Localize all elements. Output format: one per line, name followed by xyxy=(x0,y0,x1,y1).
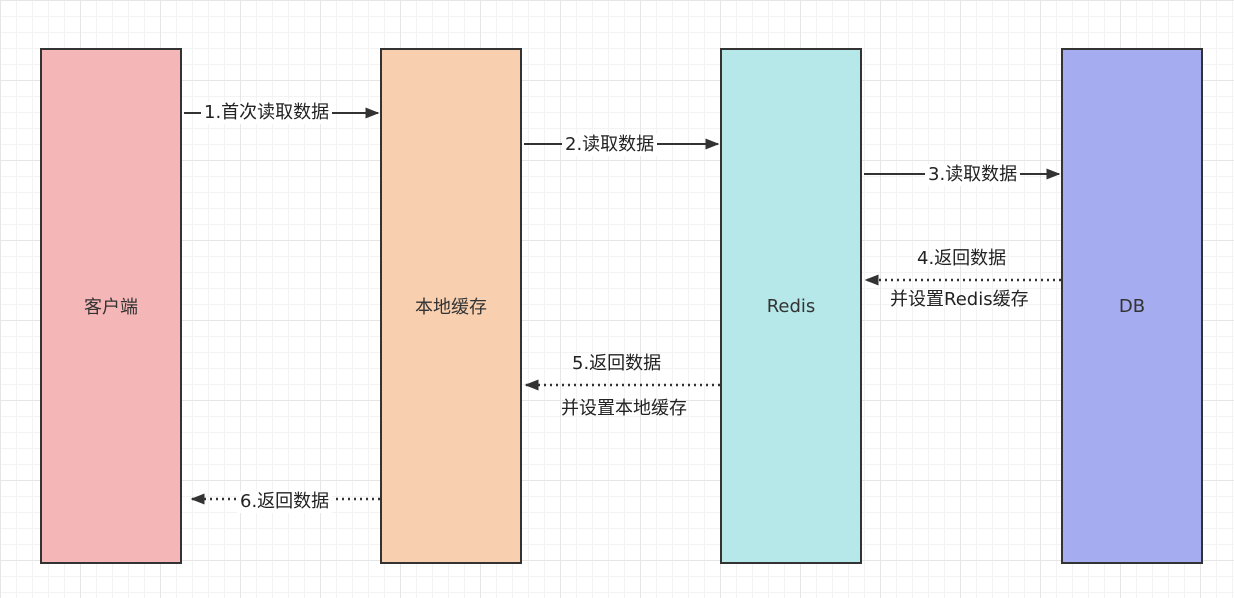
edge-5-sublabel: 并设置本地缓存 xyxy=(561,398,687,419)
local-cache-node: 本地缓存 xyxy=(380,48,522,564)
edge-3-label: 3.读取数据 xyxy=(925,164,1021,186)
db-label: DB xyxy=(1118,295,1146,317)
edge-6-label: 6.返回数据 xyxy=(237,491,333,513)
edge-5-label: 5.返回数据 xyxy=(572,353,662,374)
redis-label: Redis xyxy=(766,295,816,317)
redis-node: Redis xyxy=(720,48,862,564)
edge-2-label: 2.读取数据 xyxy=(562,134,658,156)
db-node: DB xyxy=(1061,48,1203,564)
client-node: 客户端 xyxy=(40,48,182,564)
edge-4-label: 4.返回数据 xyxy=(917,248,1007,269)
edge-4-sublabel: 并设置Redis缓存 xyxy=(890,289,1029,310)
edge-1-label: 1.首次读取数据 xyxy=(201,102,333,124)
local-cache-label: 本地缓存 xyxy=(415,297,487,318)
client-label: 客户端 xyxy=(84,297,138,318)
